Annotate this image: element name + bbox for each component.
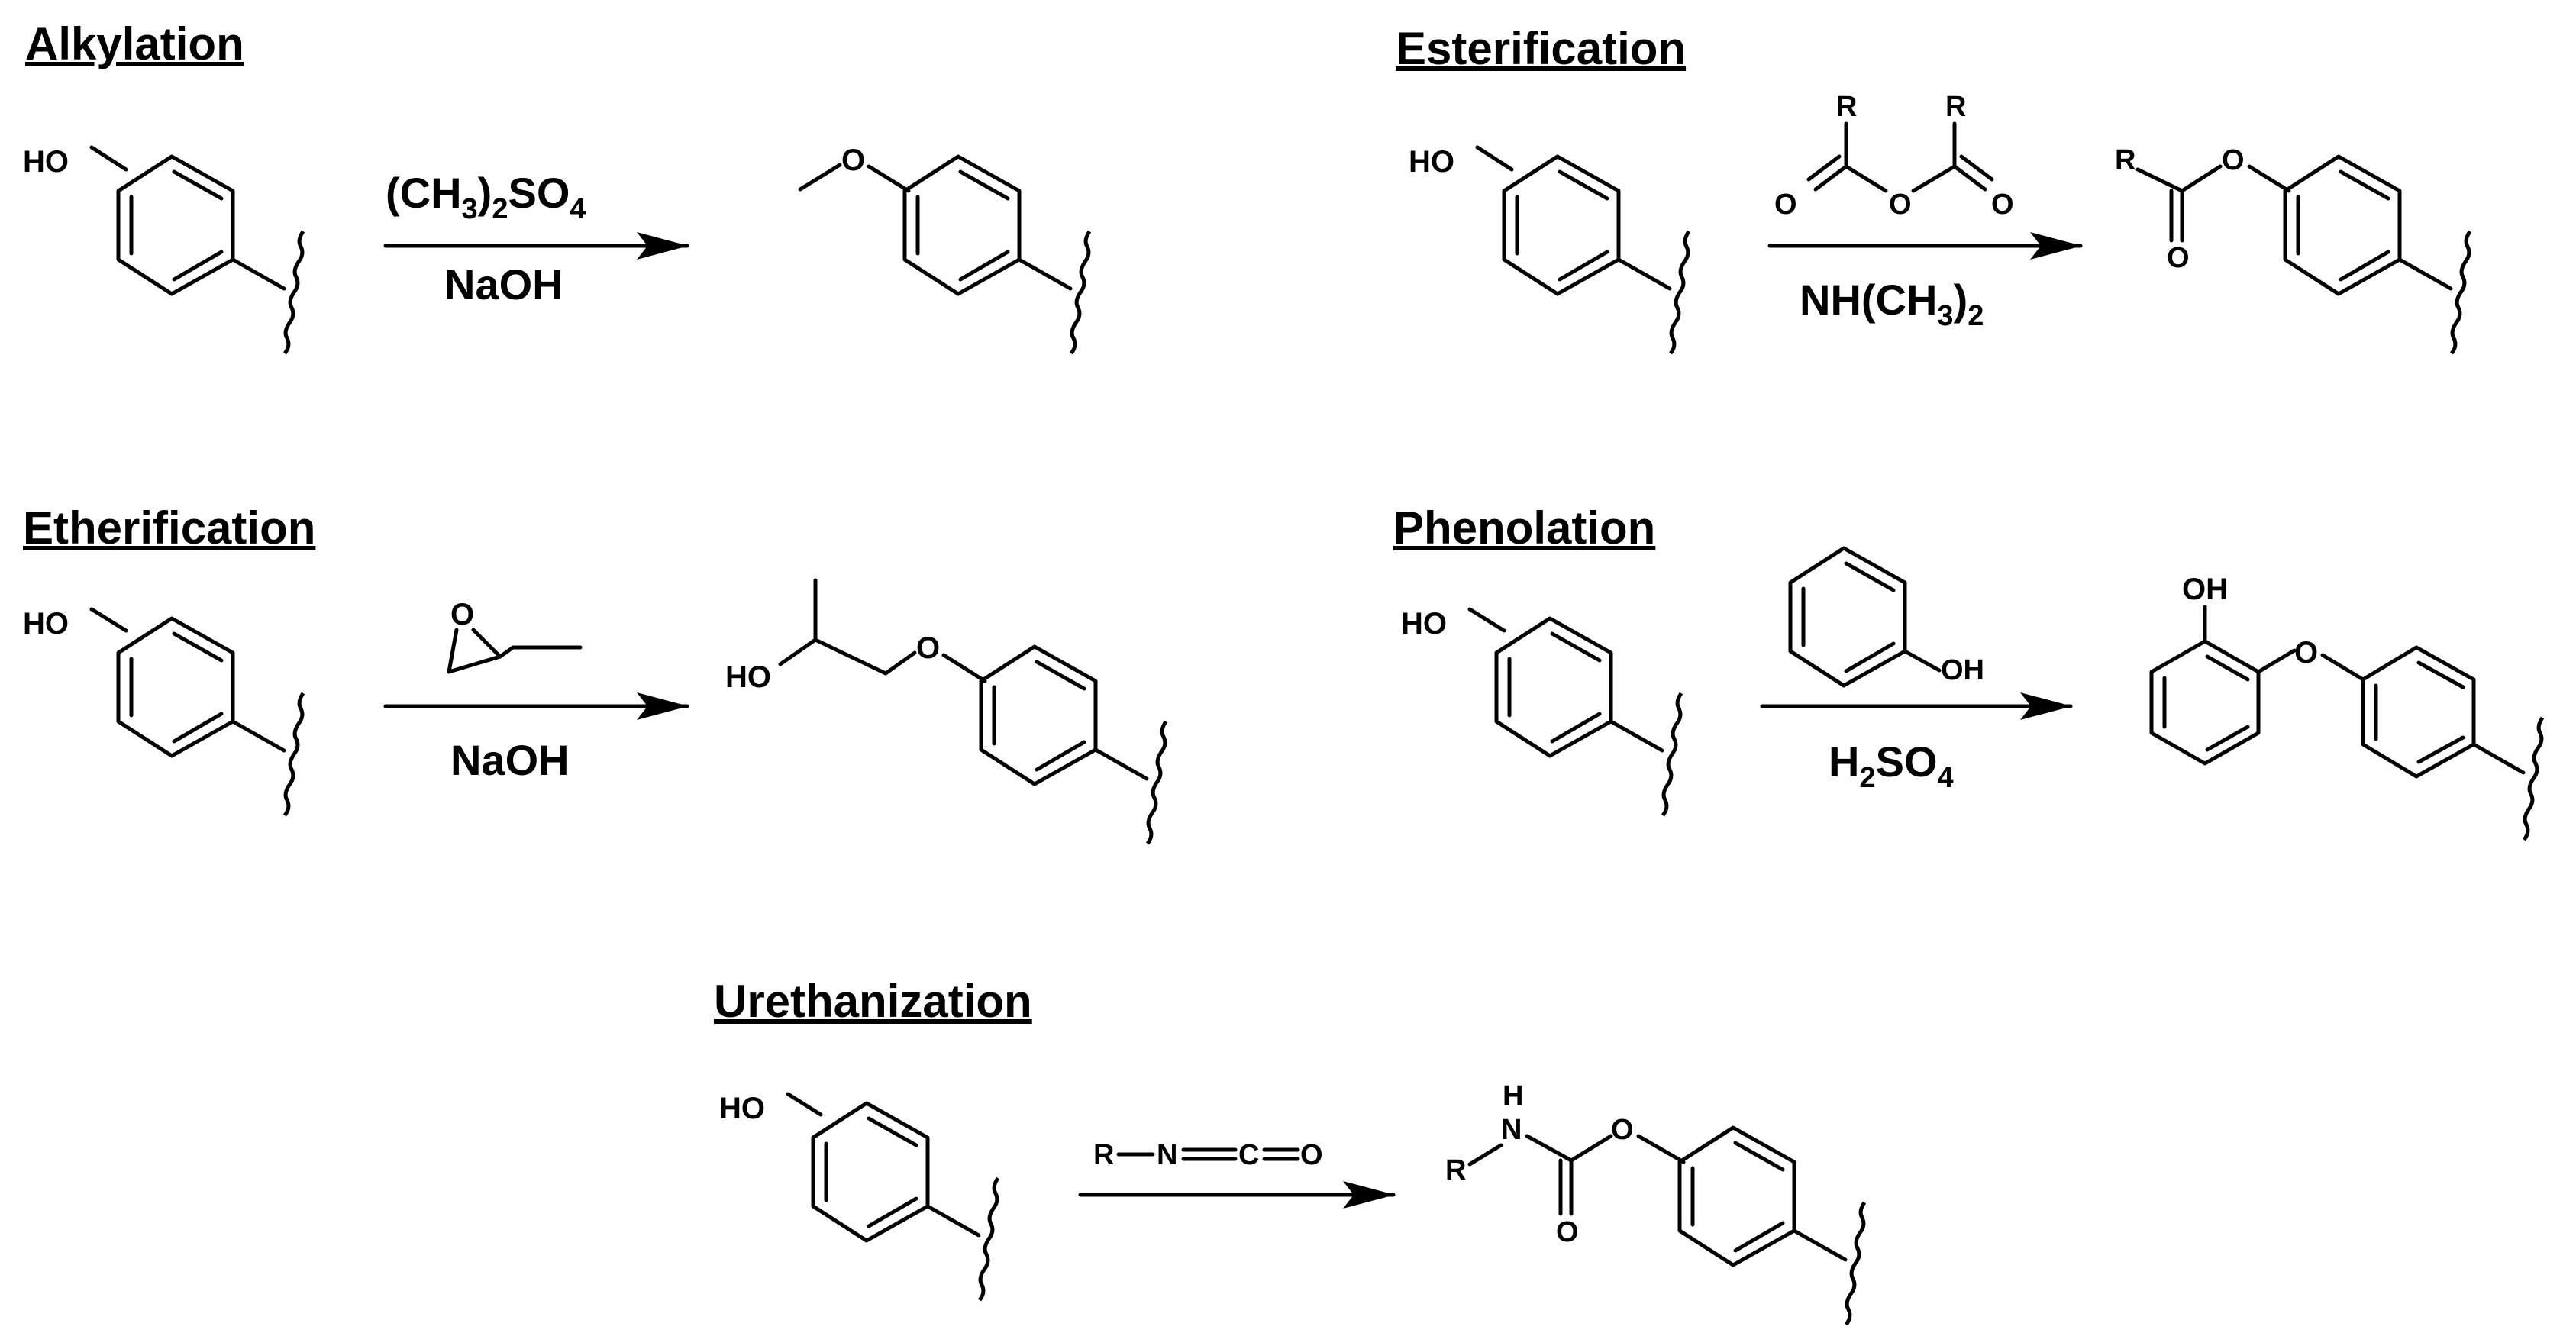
urethanization-reactant-ho: HO <box>719 1092 765 1125</box>
etherification-reagent-below: NaOH <box>450 736 570 784</box>
esterification-arrow: NH(CH3)2 <box>1767 232 2083 332</box>
alkylation-reagent-above: (CH3)2SO4 <box>386 169 586 225</box>
etherification-product: HO O <box>725 578 1168 845</box>
phenol-product-oh: OH <box>2182 573 2228 606</box>
urethanization-title: Urethanization <box>714 976 1032 1027</box>
isocyanate-r: R <box>1093 1139 1114 1171</box>
esterification-title: Esterification <box>1396 23 1686 74</box>
alkylation-reagent-below: NaOH <box>444 260 563 308</box>
alkylation-reaction: Alkylation HO (CH3)2SO4 NaOH O <box>23 18 1092 355</box>
phenolation-product: OH O <box>2149 573 2545 841</box>
phenol-oh: OH <box>1941 654 1984 686</box>
esterification-reagent-below: NH(CH3)2 <box>1800 276 1984 332</box>
isocyanate-o: O <box>1300 1139 1323 1171</box>
urethane-product-o-link: O <box>1611 1114 1634 1146</box>
phenolation-title: Phenolation <box>1393 502 1655 554</box>
epoxide-o: O <box>450 598 474 631</box>
anhydride-o2: O <box>1889 189 1912 221</box>
isocyanate-c: C <box>1238 1139 1259 1171</box>
ester-product-o-carbonyl: O <box>2167 242 2190 274</box>
etherification-arrow: NaOH <box>383 692 689 784</box>
phenolation-reaction: Phenolation HO OH H2SO4 OH <box>1393 502 2545 841</box>
phenolation-reactant-ho: HO <box>1401 607 1447 641</box>
ether-product-o: O <box>916 631 940 665</box>
phenolation-reactant: HO <box>1401 607 1683 817</box>
ester-product-o-link: O <box>2222 144 2245 176</box>
etherification-reactant: HO <box>23 607 305 817</box>
esterification-anhydride: R R O O O <box>1774 91 2014 221</box>
alkylation-product: O <box>798 144 1092 355</box>
isocyanate-n: N <box>1157 1139 1177 1171</box>
alkylation-arrow: (CH3)2SO4 NaOH <box>383 169 689 308</box>
propylene-oxide: O <box>447 598 583 674</box>
esterification-reactant: HO <box>1409 145 1691 355</box>
alkylation-product-o: O <box>841 144 865 177</box>
urethane-product-r: R <box>1445 1154 1466 1186</box>
isocyanate-reagent: R N C O <box>1093 1139 1323 1171</box>
urethanization-reactant: HO <box>719 1092 1000 1302</box>
urethanization-product: H N R O O <box>1445 1080 1867 1326</box>
etherification-title: Etherification <box>23 502 315 554</box>
etherification-reactant-ho: HO <box>23 607 69 641</box>
anhydride-o1: O <box>1774 189 1797 221</box>
phenol-product-o: O <box>2294 636 2318 670</box>
esterification-reactant-ho: HO <box>1409 145 1454 179</box>
urethane-product-n: N <box>1501 1114 1522 1146</box>
anhydride-r2: R <box>1945 91 1966 123</box>
ether-product-ho: HO <box>725 660 771 694</box>
esterification-reaction: Esterification HO R R O O O <box>1396 23 2472 355</box>
urethane-product-h: H <box>1503 1080 1523 1112</box>
anhydride-r1: R <box>1836 91 1857 123</box>
phenolation-reagent-below: H2SO4 <box>1829 738 1954 794</box>
ester-product-r: R <box>2115 144 2135 176</box>
esterification-product: R O O <box>2115 144 2472 355</box>
alkylation-title: Alkylation <box>25 18 244 69</box>
urethane-product-o-carbonyl: O <box>1556 1216 1579 1248</box>
urethanization-reaction: Urethanization HO R N C O H <box>714 976 1867 1326</box>
etherification-reaction: Etherification HO O NaOH HO <box>23 502 1168 845</box>
phenol-reagent: OH <box>1788 546 1984 688</box>
phenolation-arrow: H2SO4 <box>1760 692 2073 794</box>
alkylation-reactant: HO <box>23 145 305 355</box>
anhydride-o3: O <box>1991 189 2014 221</box>
alkylation-reactant-ho: HO <box>23 145 69 179</box>
